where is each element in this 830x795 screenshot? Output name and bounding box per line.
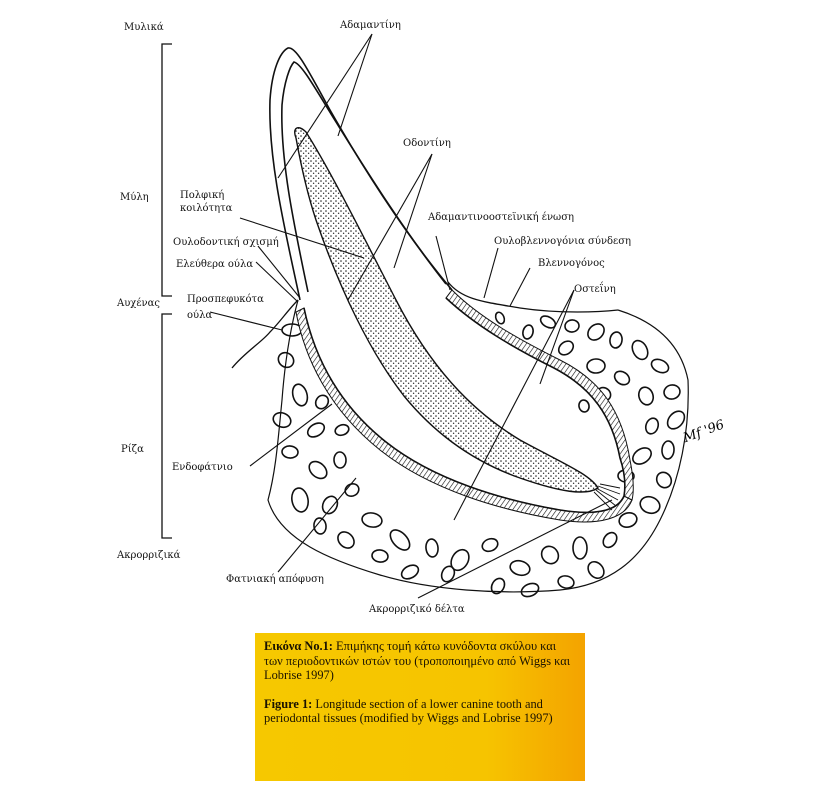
bone-trabecula: [334, 423, 350, 437]
bone-trabecula: [666, 410, 686, 430]
label-myli: Μύλη: [120, 192, 149, 203]
bone-trabecula: [650, 358, 670, 374]
label-periosteum: Ενδοφάτνιο: [172, 462, 233, 473]
bone-trabecula: [494, 311, 506, 325]
bone-trabecula: [306, 422, 326, 438]
caption-english-text: Longitude section of a lower canine toot…: [264, 696, 553, 726]
bone-trabecula: [522, 324, 534, 340]
caption-greek: Εικόνα Νο.1: Επιμήκης τομή κάτω κυνόδοντ…: [264, 639, 576, 683]
bone-trabecula: [661, 440, 675, 460]
bone-trabecula: [333, 451, 347, 469]
figure-caption: Εικόνα Νο.1: Επιμήκης τομή κάτω κυνόδοντ…: [255, 633, 585, 781]
caption-greek-label: Εικόνα Νο.1:: [264, 639, 333, 653]
bone-trabecula: [587, 323, 605, 341]
bone-trabecula: [609, 331, 623, 349]
bone-trabecula: [291, 383, 309, 407]
bone-trabecula: [637, 386, 655, 406]
label-pulp-cavity-2: κοιλότητα: [180, 203, 233, 214]
label-free-gingiva: Ελεύθερα ούλα: [176, 259, 253, 270]
bone-trabecula: [644, 417, 660, 435]
label-afchenas: Αυχένας: [116, 298, 160, 309]
label-dentin: Οδοντίνη: [403, 138, 451, 149]
bone-trabecula: [578, 399, 590, 413]
gingiva-surface: [231, 281, 619, 369]
bone-trabecula: [490, 577, 506, 595]
bone-trabecula: [425, 538, 439, 558]
bone-trabecula: [281, 445, 299, 459]
bone-trabecula: [400, 564, 420, 580]
bone-trabecula: [655, 471, 673, 489]
bone-trabecula: [321, 495, 339, 515]
label-attached-gingiva-1: Προσπεφυκότα: [187, 294, 264, 305]
bone-trabecula: [389, 529, 411, 551]
bone-trabecula: [564, 319, 580, 333]
bone-trabecula: [557, 575, 575, 589]
bone-trabecula: [277, 351, 295, 369]
bone-trabecula: [308, 460, 328, 480]
caption-greek-text: Επιμήκης τομή κάτω κυνόδοντα σκύλου και …: [264, 639, 571, 682]
label-mucosa: Βλεννογόνος: [538, 258, 605, 269]
bone-trabecula: [291, 487, 309, 513]
bone-trabecula: [602, 531, 618, 549]
label-cej: Αδαμαντινοοστεϊνική ένωση: [427, 212, 574, 223]
label-cementum: Οστεΐνη: [574, 282, 616, 295]
bone-trabecula: [586, 358, 606, 374]
label-riza: Ρίζα: [121, 444, 144, 455]
label-attached-gingiva-2: ούλα: [187, 310, 212, 321]
label-akrorrizika: Ακρορριζικά: [116, 550, 181, 561]
bone-trabecula: [520, 582, 540, 598]
bone-trabecula: [557, 340, 575, 356]
bone-trabecula: [344, 482, 360, 498]
bone-trabecula: [631, 339, 649, 361]
bone-trabecula: [632, 447, 652, 465]
label-pulp-cavity-1: Πολφική: [180, 190, 224, 201]
bone-trabecula: [371, 549, 389, 563]
left-bracket: [161, 43, 172, 539]
label-gingival-sulcus: Ουλοδοντική σχισμή: [173, 237, 279, 248]
label-alveolar-process: Φατνιακή απόφυση: [226, 574, 324, 585]
bone-trabecula: [481, 537, 499, 553]
caption-english: Figure 1: Longitude section of a lower c…: [264, 697, 576, 726]
label-apical-delta: Ακρορριζικό δέλτα: [368, 604, 465, 615]
pulp-cavity: [294, 127, 621, 511]
label-mylika: Μυλικά: [124, 22, 164, 33]
bone-trabecula: [450, 548, 470, 572]
tooth: [269, 47, 626, 514]
bone-trabecula: [440, 565, 456, 583]
bone-trabecula: [313, 517, 327, 535]
bone-trabecula: [509, 559, 531, 577]
label-enamel: Αδαμαντίνη: [339, 20, 401, 31]
bone-trabecula: [337, 531, 355, 549]
bone-trabecula: [618, 512, 638, 528]
bone-trabecula: [272, 411, 292, 429]
bone-trabecula: [314, 394, 330, 410]
leader-lines: [209, 33, 613, 599]
bone-trabecula: [361, 512, 383, 528]
bone-trabecula: [587, 560, 605, 580]
bone-trabecula: [663, 384, 681, 400]
label-mucogingival-junction: Ουλοβλεννογόνια σύνδεση: [494, 236, 631, 247]
caption-english-label: Figure 1:: [264, 696, 313, 711]
bone-trabecula: [639, 495, 661, 515]
bone-trabecula: [613, 370, 631, 386]
bone-trabecula: [572, 536, 588, 560]
bone-trabecula: [540, 545, 560, 565]
